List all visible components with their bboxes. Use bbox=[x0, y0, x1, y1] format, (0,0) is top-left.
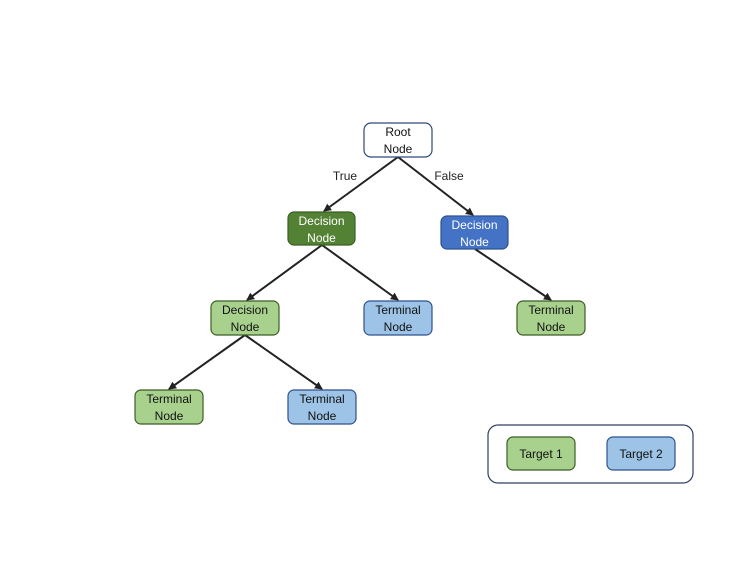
edges bbox=[168, 156, 552, 390]
decision-node-right-label-line2: Node bbox=[460, 235, 489, 249]
root-node-label-line1: Root bbox=[385, 125, 411, 139]
terminal-node-mid-label-line1: Terminal bbox=[375, 303, 420, 317]
edge-root-to-decision-left bbox=[323, 156, 399, 212]
edge-decision-left-to-decision-lower bbox=[246, 244, 323, 301]
terminal-node-bottom-right-label-line2: Node bbox=[308, 409, 337, 423]
terminal-node-mid: Terminal Node bbox=[363, 300, 433, 336]
root-node-label-line2: Node bbox=[384, 142, 413, 156]
decision-node-lower-label-line1: Decision bbox=[222, 303, 268, 317]
edge-label-true: True bbox=[333, 169, 358, 183]
terminal-node-bottom-right-label-line1: Terminal bbox=[299, 392, 344, 406]
terminal-node-right-label-line1: Terminal bbox=[528, 303, 573, 317]
edge-decision-left-to-terminal-mid bbox=[321, 244, 399, 301]
terminal-node-right-label-line2: Node bbox=[537, 320, 566, 334]
decision-node-lower-label-line2: Node bbox=[231, 320, 260, 334]
legend-target-1-label: Target 1 bbox=[519, 447, 563, 461]
terminal-node-bottom-left: Terminal Node bbox=[134, 389, 204, 425]
legend-target-2-label: Target 2 bbox=[619, 447, 663, 461]
edge-decision-lower-to-terminal-bottom-left bbox=[168, 334, 246, 390]
legend: Target 1 Target 2 bbox=[487, 424, 694, 484]
decision-node-left-label-line2: Node bbox=[307, 231, 336, 245]
edge-decision-lower-to-terminal-bottom-right bbox=[244, 334, 323, 390]
edge-decision-right-to-terminal-right bbox=[474, 248, 552, 301]
terminal-node-mid-label-line2: Node bbox=[384, 320, 413, 334]
decision-node-right-label-line1: Decision bbox=[451, 218, 497, 232]
terminal-node-bottom-left-label-line2: Node bbox=[155, 409, 184, 423]
root-node: Root Node bbox=[363, 122, 433, 158]
legend-item-target-1: Target 1 bbox=[506, 436, 576, 471]
terminal-node-bottom-right: Terminal Node bbox=[287, 389, 357, 425]
legend-item-target-2: Target 2 bbox=[606, 436, 676, 471]
edge-label-false: False bbox=[434, 169, 464, 183]
terminal-node-right: Terminal Node bbox=[516, 300, 586, 336]
decision-node-left: Decision Node bbox=[287, 211, 356, 246]
edge-root-to-decision-right bbox=[397, 156, 474, 216]
terminal-node-bottom-left-label-line1: Terminal bbox=[146, 392, 191, 406]
decision-node-right: Decision Node bbox=[440, 215, 509, 250]
decision-node-lower: Decision Node bbox=[210, 300, 280, 336]
decision-node-left-label-line1: Decision bbox=[298, 214, 344, 228]
